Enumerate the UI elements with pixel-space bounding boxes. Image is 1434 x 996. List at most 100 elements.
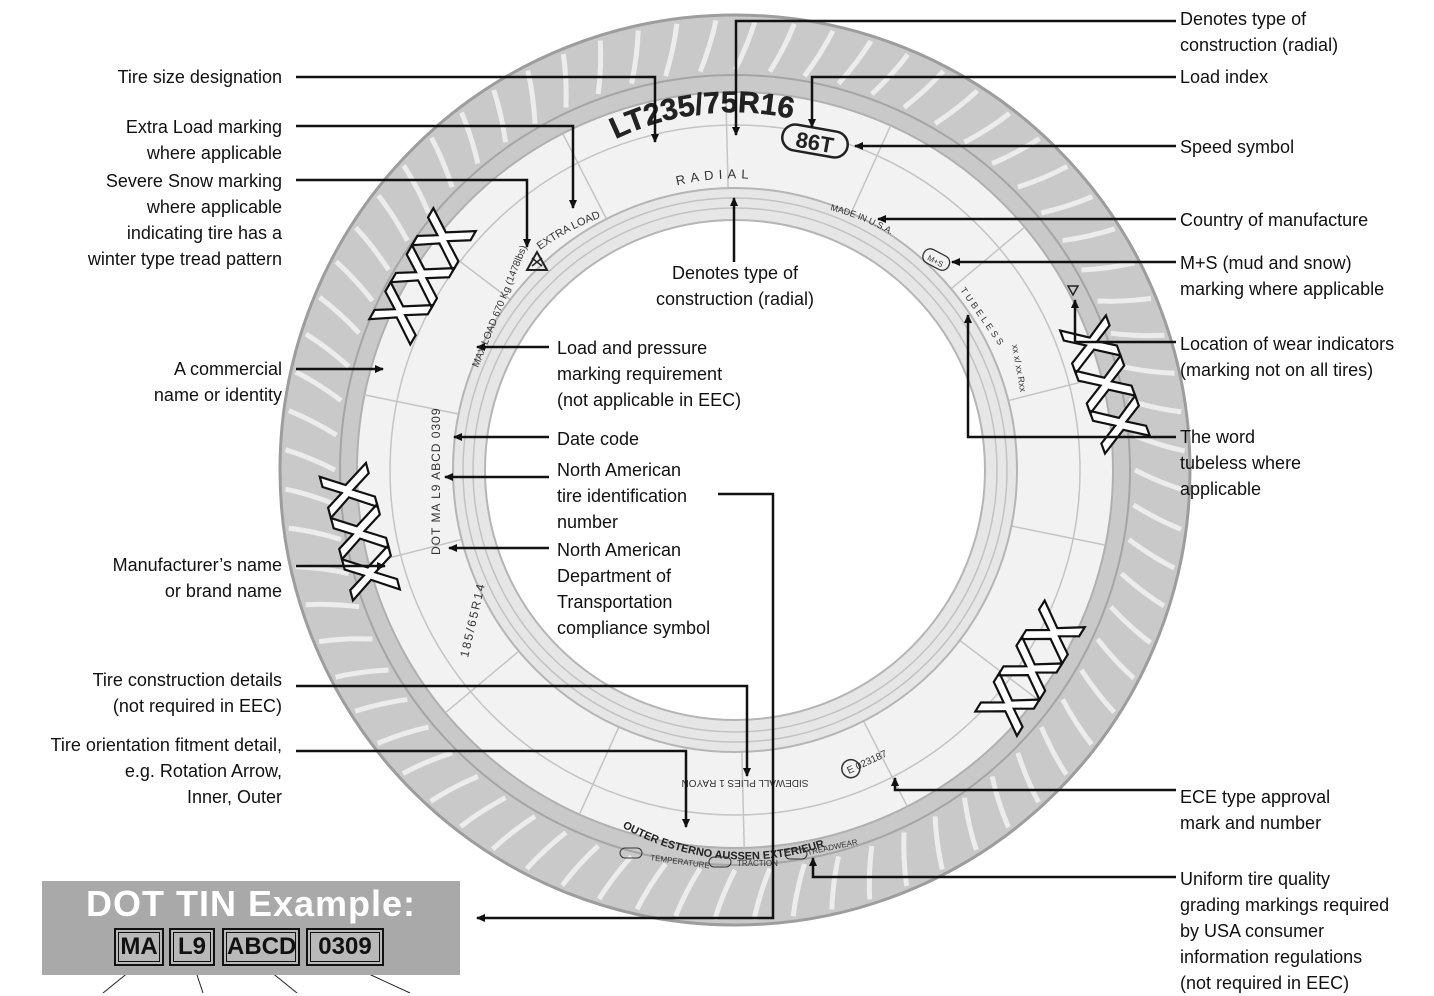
label-country: Country of manufacture	[1180, 210, 1369, 230]
tread-groove	[525, 69, 538, 124]
tread-groove	[305, 601, 360, 610]
sector-divider	[725, 92, 729, 189]
tread-groove	[524, 830, 568, 871]
label-manufacturer: Manufacturer’s name or brand name	[112, 555, 282, 601]
tread-groove	[1081, 260, 1136, 273]
tin-segment-size: L9	[169, 928, 215, 966]
tread-groove	[1040, 194, 1094, 216]
tread-groove	[902, 69, 946, 110]
tread-groove	[767, 22, 797, 73]
tread-groove	[1017, 164, 1069, 190]
tread-groove	[334, 259, 375, 303]
tread-groove	[376, 724, 430, 746]
tread-groove	[751, 867, 773, 921]
sector-divider	[850, 125, 892, 214]
tread-groove	[318, 636, 373, 645]
load-speed-badge: 86T	[781, 123, 849, 159]
sidewall-sectors	[364, 92, 1106, 848]
label-orientation: Tire orientation fitment detail, e.g. Ro…	[50, 735, 282, 807]
tread-groove	[429, 774, 479, 804]
tread-groove	[490, 814, 537, 852]
construction-mark: SIDEWALL PLIES 1 RAYON	[682, 777, 809, 788]
sector-divider	[950, 226, 1026, 290]
tin-segment-plant: MA	[114, 928, 164, 966]
tread-groove	[288, 525, 342, 542]
tread-groove	[401, 164, 431, 214]
label-date-code: Date code	[557, 429, 640, 449]
label-ece: ECE type approval mark and number	[1180, 787, 1331, 833]
label-extra-load: Extra Load marking where applicable	[125, 117, 282, 163]
tread-groove	[629, 30, 641, 85]
sector-divider	[364, 394, 459, 415]
tread-groove	[901, 832, 910, 887]
label-tubeless: The word tubeless where applicable	[1180, 427, 1302, 499]
label-severe-snow: Severe Snow marking where applicable ind…	[87, 171, 282, 269]
tread-groove	[491, 89, 509, 143]
tread-groove	[334, 667, 389, 680]
tread-groove	[1079, 668, 1117, 715]
tread-groove	[933, 88, 980, 126]
snow-symbol	[525, 249, 549, 271]
leader-lines	[296, 19, 1176, 922]
tread-groove	[963, 111, 1011, 145]
tread-groove	[287, 408, 338, 438]
tread-groove	[836, 39, 874, 86]
label-radial-inner: Denotes type of construction (radial)	[655, 263, 815, 309]
tread-groove	[595, 40, 604, 95]
sector-divider	[862, 720, 908, 807]
tread-groove	[663, 23, 680, 77]
tread-groove	[802, 29, 836, 78]
tread-groove	[376, 194, 410, 242]
tread-groove	[459, 795, 507, 829]
sector-divider	[433, 241, 511, 301]
label-load-pressure: Load and pressure marking requirement (n…	[557, 338, 742, 410]
tread-groove	[932, 816, 945, 871]
sector-divider	[741, 751, 745, 848]
sector-divider	[1008, 376, 1102, 402]
tread-groove	[304, 331, 351, 369]
tread-groove	[870, 52, 910, 96]
dot-tin-title: DOT TIN Example:	[85, 883, 417, 924]
tread-groove	[284, 447, 337, 473]
label-dot-symbol: North American Department of Transportat…	[557, 540, 711, 638]
label-speed-symbol: Speed symbol	[1180, 137, 1295, 157]
tread-groove	[1062, 226, 1116, 244]
label-radial-top: Denotes type of construction (radial)	[1180, 9, 1339, 55]
tread-groove	[1120, 364, 1175, 376]
label-tin: North American tire identification numbe…	[557, 460, 688, 532]
tread-groove	[1132, 502, 1183, 532]
sector-divider	[578, 726, 620, 815]
label-tire-size: Tire size designation	[117, 67, 282, 87]
tread-groove	[596, 854, 634, 901]
tread-groove	[317, 295, 361, 335]
label-commercial-name: A commercial name or identity	[153, 359, 282, 405]
tread-groove	[353, 225, 391, 272]
sector-divider	[444, 650, 520, 714]
tread-groove	[1110, 330, 1165, 339]
tread-groove	[961, 797, 979, 851]
tread-groove	[429, 136, 455, 188]
tread-groove	[1128, 398, 1182, 415]
dot-code-mark: DOT MA L9 ABCD 0309	[429, 407, 443, 555]
sector-divider	[562, 133, 608, 220]
sector-divider	[1011, 525, 1106, 546]
tread-groove	[634, 862, 668, 911]
tread-groove	[1109, 605, 1153, 645]
tread-groove	[1095, 637, 1136, 681]
tread-groove	[1097, 295, 1152, 304]
label-utqg: Uniform tire quality grading markings re…	[1180, 869, 1390, 993]
label-ms: M+S (mud and snow) marking where applica…	[1180, 253, 1385, 299]
tread-groove	[829, 855, 841, 910]
label-construction-details: Tire construction details (not required …	[92, 670, 282, 716]
tread-groove	[284, 486, 338, 508]
tread-groove	[1133, 467, 1186, 493]
tread-groove	[673, 867, 703, 918]
wear-indicator-triangle	[1066, 285, 1080, 297]
tread-groove	[560, 53, 569, 108]
tread-groove	[401, 750, 453, 776]
sector-divider	[368, 538, 462, 564]
tread-groove	[697, 19, 719, 73]
label-load-index: Load index	[1180, 67, 1269, 87]
tread-groove	[790, 863, 807, 917]
